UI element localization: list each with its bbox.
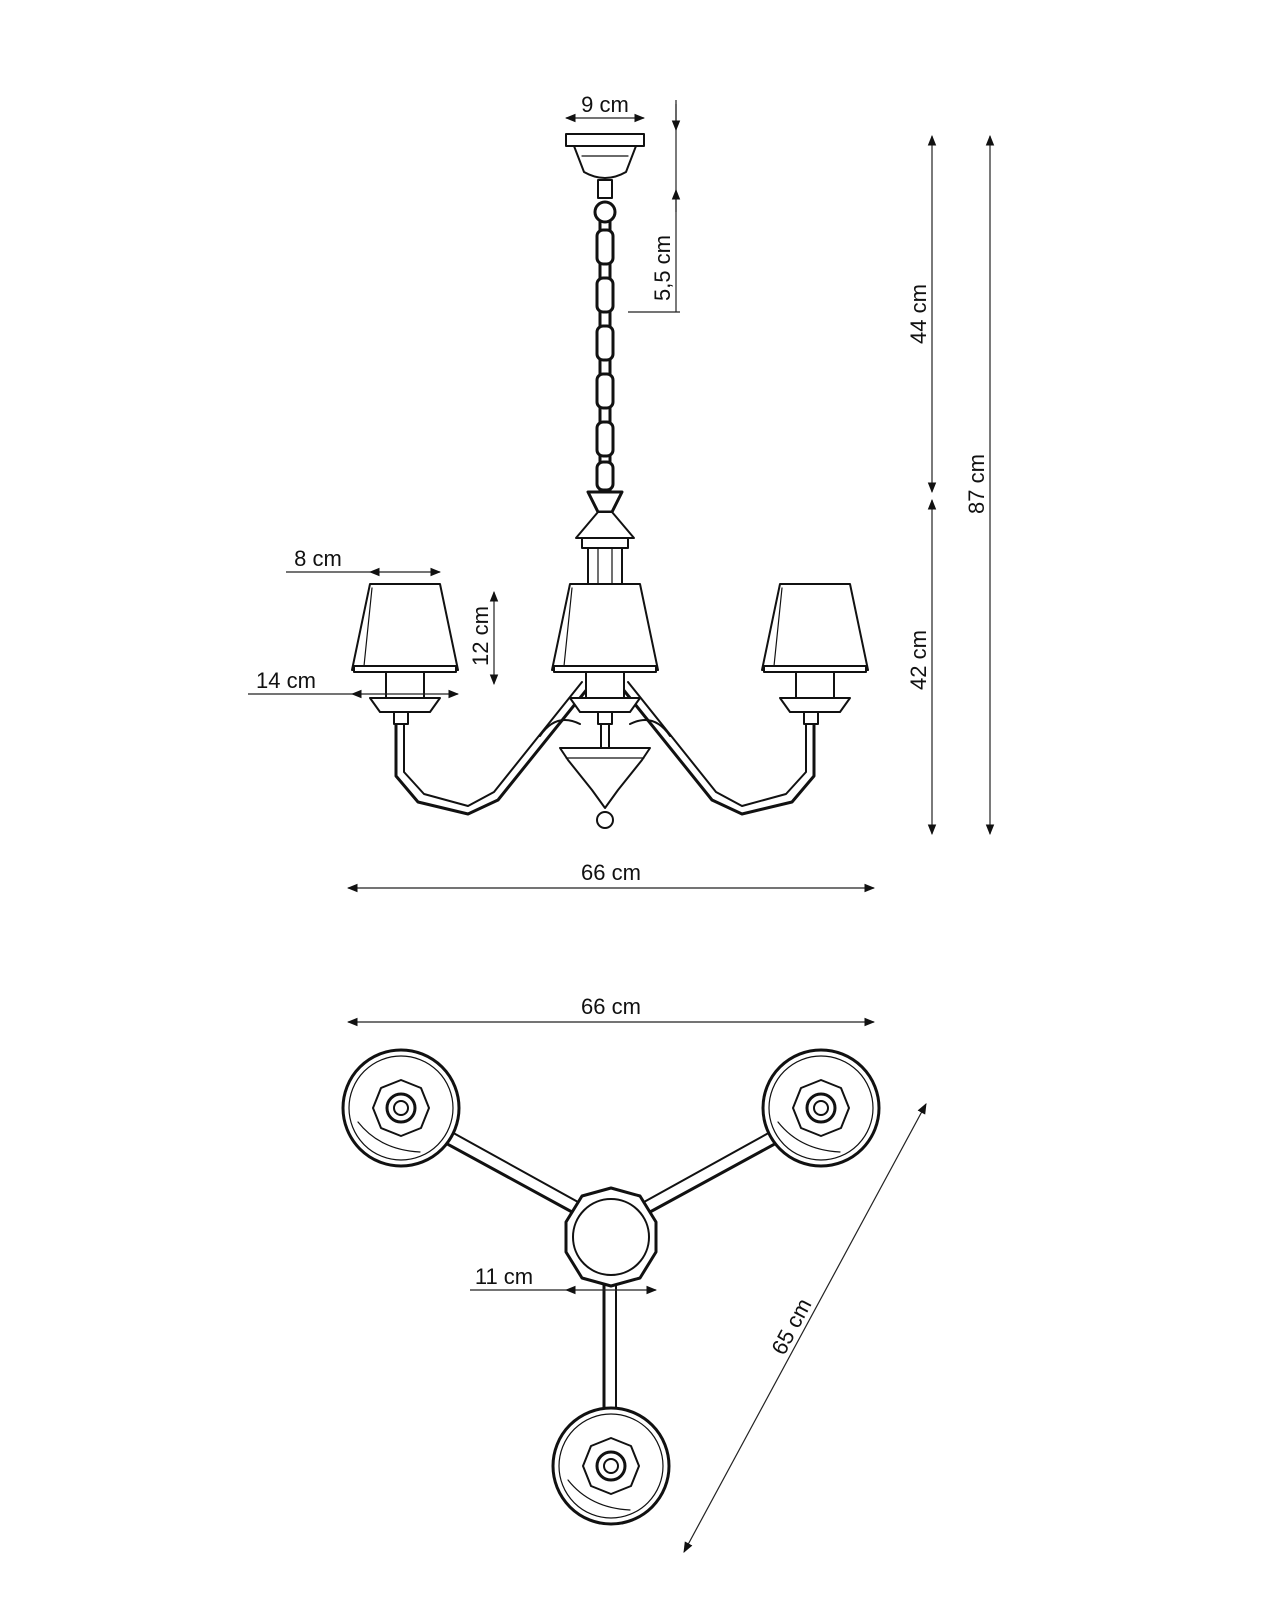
label-upper-height: 44 cm xyxy=(906,284,931,344)
dim-diagonal-span: 65 cm xyxy=(683,1103,927,1553)
dim-hub-width: 11 cm xyxy=(470,1264,658,1295)
shade-left xyxy=(351,583,459,725)
dim-ceiling-plate-width: 9 cm xyxy=(564,92,646,123)
chain xyxy=(595,220,615,500)
top-shade-right xyxy=(761,1048,881,1168)
dim-shade-height: 12 cm xyxy=(468,590,499,686)
arms xyxy=(394,681,816,816)
shade-right xyxy=(761,583,869,725)
ceiling-canopy xyxy=(565,133,645,224)
dim-lower-height: 42 cm xyxy=(906,498,937,836)
label-shade-top-width: 8 cm xyxy=(294,546,342,571)
dim-chain-link-height: 5,5 cm xyxy=(628,100,681,313)
dim-shade-top-width: 8 cm xyxy=(286,546,442,577)
label-total-height: 87 cm xyxy=(964,454,989,514)
label-side-width: 66 cm xyxy=(581,860,641,885)
label-shade-height: 12 cm xyxy=(468,606,493,666)
dim-upper-height: 44 cm xyxy=(906,134,937,494)
dim-total-height: 87 cm xyxy=(964,134,995,836)
top-shade-left xyxy=(341,1048,461,1168)
label-shade-bottom-width: 14 cm xyxy=(256,668,316,693)
top-hub xyxy=(564,1186,658,1288)
dim-shade-bottom-width: 14 cm xyxy=(248,668,460,699)
label-lower-height: 42 cm xyxy=(906,630,931,690)
label-chain-link-height: 5,5 cm xyxy=(650,235,675,301)
label-diagonal-span: 65 cm xyxy=(766,1294,816,1359)
top-view: 66 cm xyxy=(341,994,927,1553)
side-view: 9 cm 5,5 cm 44 cm 42 cm 87 cm xyxy=(248,92,995,893)
top-shade-bottom xyxy=(551,1406,671,1526)
central-hanger xyxy=(575,490,635,585)
label-top-width: 66 cm xyxy=(581,994,641,1019)
dim-side-width: 66 cm xyxy=(346,860,876,893)
dim-top-width: 66 cm xyxy=(346,994,876,1027)
shade-center xyxy=(551,583,659,725)
label-ceiling-plate-width: 9 cm xyxy=(581,92,629,117)
label-hub-width: 11 cm xyxy=(475,1264,533,1289)
